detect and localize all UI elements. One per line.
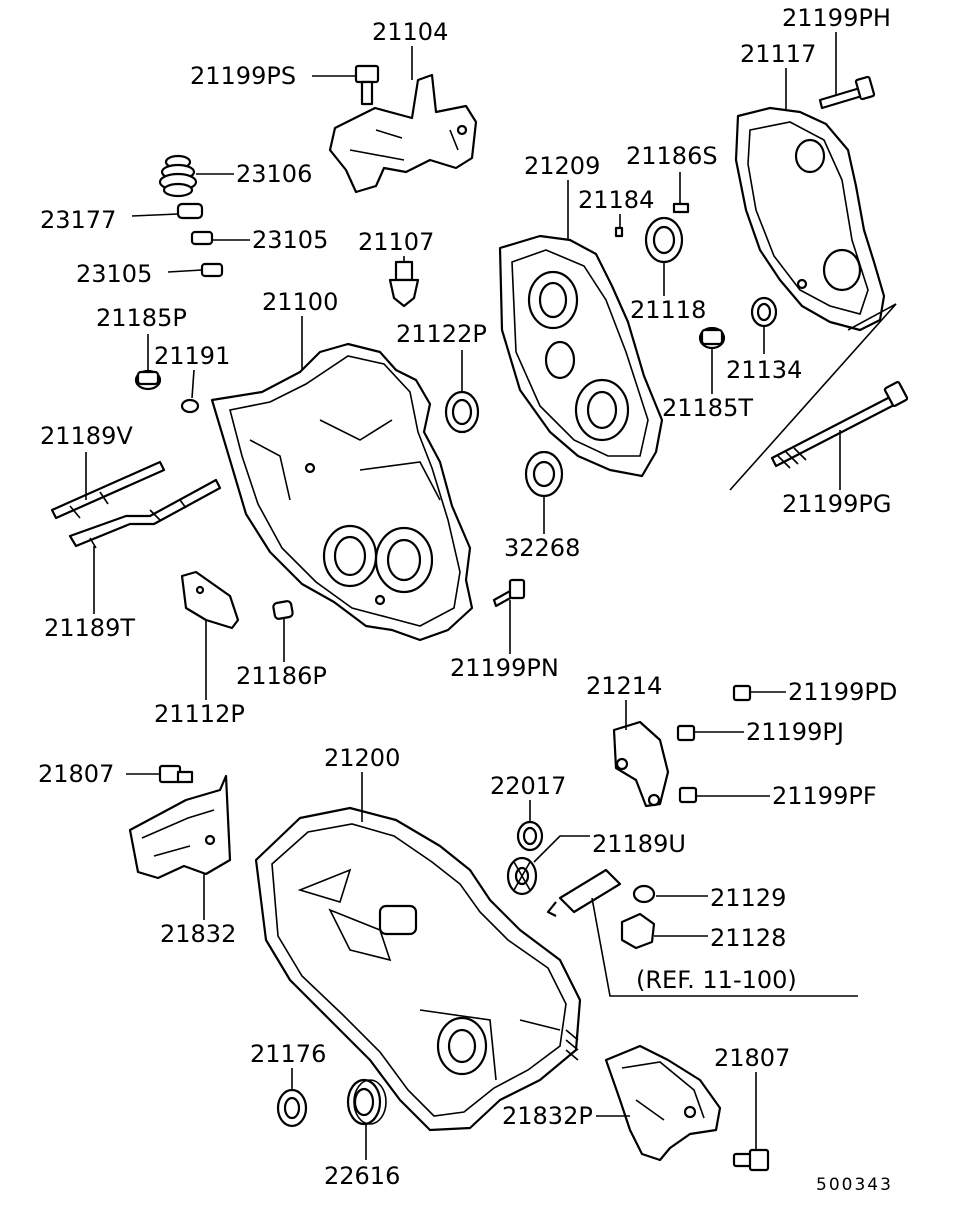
- label-23105-lower: 23105: [76, 260, 152, 288]
- part-21118-oil-seal: [644, 216, 684, 264]
- part-32268-seal: [524, 450, 564, 498]
- part-21176-seal: [276, 1088, 308, 1128]
- part-21832P-bracket: [604, 1044, 722, 1162]
- label-21128: 21128: [710, 924, 786, 952]
- part-21199PN-bolt: [492, 578, 526, 608]
- part-21209-plate: [498, 234, 664, 478]
- part-21214-bracket: [612, 720, 670, 808]
- label-21200: 21200: [324, 744, 400, 772]
- part-23106-boot: [158, 154, 198, 198]
- part-21186P-pin: [272, 600, 294, 620]
- label-21117: 21117: [740, 40, 816, 68]
- label-21807-upper: 21807: [38, 760, 114, 788]
- part-23105-bushing-lower: [200, 262, 224, 278]
- part-21189U-gear: [506, 856, 538, 896]
- label-21134: 21134: [726, 356, 802, 384]
- label-21189V: 21189V: [40, 422, 133, 450]
- part-23105-bushing-upper: [190, 230, 214, 246]
- part-21200-bell-housing: [254, 806, 582, 1132]
- label-21189T: 21189T: [44, 614, 135, 642]
- label-21832: 21832: [160, 920, 236, 948]
- part-21185P-plug: [134, 369, 162, 391]
- label-21112P: 21112P: [154, 700, 245, 728]
- label-21189U: 21189U: [592, 830, 686, 858]
- label-21199PJ: 21199PJ: [746, 718, 844, 746]
- label-21129: 21129: [710, 884, 786, 912]
- label-32268: 32268: [504, 534, 580, 562]
- part-21832-bracket: [128, 774, 232, 880]
- label-21199PF: 21199PF: [772, 782, 877, 810]
- label-21199PS: 21199PS: [190, 62, 296, 90]
- label-21191: 21191: [154, 342, 230, 370]
- label-21199PH: 21199PH: [782, 4, 891, 32]
- label-21199PG: 21199PG: [782, 490, 891, 518]
- part-21134-washer: [750, 296, 778, 328]
- part-21807-bolt-upper: [158, 764, 194, 784]
- part-21104-bracket: [328, 73, 478, 194]
- label-21199PD: 21199PD: [788, 678, 897, 706]
- figure-number: 500343: [816, 1175, 893, 1195]
- part-21185T-plug: [698, 326, 726, 350]
- label-21107: 21107: [358, 228, 434, 256]
- label-21186S: 21186S: [626, 142, 718, 170]
- part-21112P-plate: [180, 570, 240, 630]
- part-21184-pin: [614, 226, 624, 238]
- part-21199PG-long-bolt: [770, 381, 909, 469]
- part-21186S-pin: [672, 202, 690, 214]
- part-21199PF-bolt: [678, 786, 770, 804]
- part-21191-oring: [180, 398, 200, 414]
- part-21100-case: [210, 342, 474, 642]
- label-21104: 21104: [372, 18, 448, 46]
- part-22616-seal: [346, 1078, 387, 1126]
- part-21122P-oil-seal: [444, 390, 480, 434]
- part-21199PS-bolt: [354, 64, 380, 106]
- label-21185T: 21185T: [662, 394, 753, 422]
- label-21186P: 21186P: [236, 662, 327, 690]
- label-21122P: 21122P: [396, 320, 487, 348]
- part-23177-bushing: [176, 202, 204, 220]
- label-23106: 23106: [236, 160, 312, 188]
- part-21199PH-bolt: [818, 75, 876, 110]
- label-21209: 21209: [524, 152, 600, 180]
- label-21100: 21100: [262, 288, 338, 316]
- part-21117-cover: [734, 106, 886, 332]
- part-21189T-rail: [68, 478, 222, 549]
- label-21832P: 21832P: [502, 1102, 593, 1130]
- part-22017-seal: [516, 820, 544, 852]
- label-21118: 21118: [630, 296, 706, 324]
- label-21185P: 21185P: [96, 304, 187, 332]
- label-23105-upper: 23105: [252, 226, 328, 254]
- part-21128-clip: [620, 912, 656, 950]
- label-22017: 22017: [490, 772, 566, 800]
- label-21176: 21176: [250, 1040, 326, 1068]
- part-21189V-rail: [50, 460, 166, 520]
- label-22616: 22616: [324, 1162, 400, 1190]
- part-21199PD-bolt: [732, 684, 786, 702]
- part-21129-plug: [632, 884, 656, 904]
- part-21199PJ-bolt: [676, 724, 744, 742]
- label-21807-lower: 21807: [714, 1044, 790, 1072]
- part-21107-breather: [388, 260, 420, 308]
- label-21199PN: 21199PN: [450, 654, 559, 682]
- part-21807-bolt-lower: [732, 1148, 770, 1172]
- label-21214: 21214: [586, 672, 662, 700]
- label-ref: (REF. 11-100): [636, 966, 797, 994]
- sealant-tube-icon: [546, 868, 622, 917]
- label-23177: 23177: [40, 206, 116, 234]
- label-21184: 21184: [578, 186, 654, 214]
